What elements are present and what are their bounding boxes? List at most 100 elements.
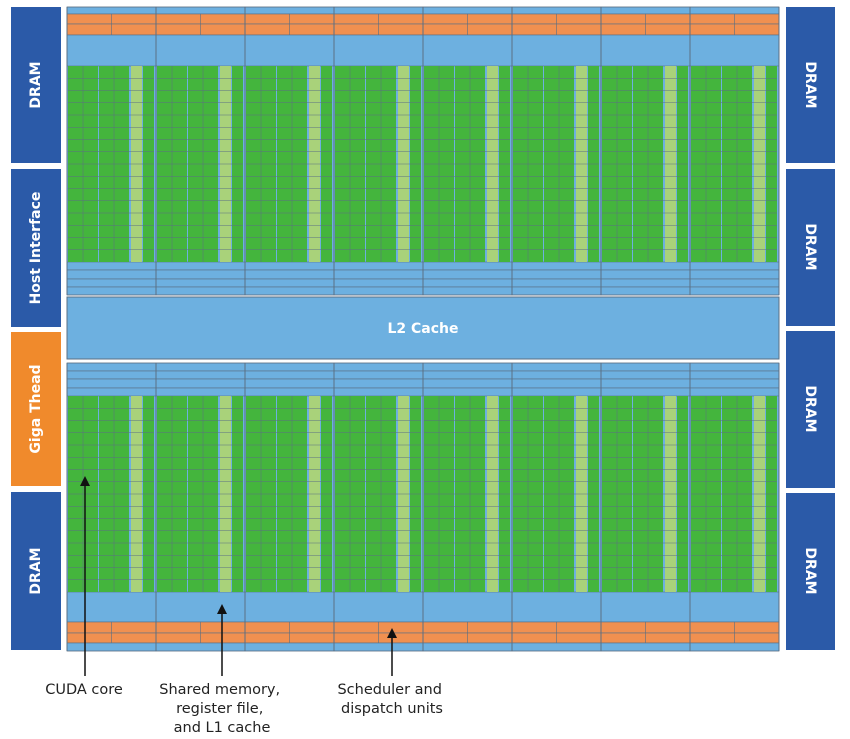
right-dram-4-label: DRAM — [802, 547, 818, 594]
scheduler-callout-line-2: dispatch units — [341, 701, 443, 717]
cache-band — [689, 269, 780, 280]
cache-band — [422, 387, 513, 397]
right-dram-2-label: DRAM — [802, 223, 818, 270]
cache-band — [689, 278, 780, 288]
cuda-core-callout-line-1: CUDA core — [45, 682, 123, 698]
top-memory-band — [689, 6, 780, 15]
cache-band — [422, 362, 513, 372]
cache-band — [333, 286, 424, 296]
cache-band — [600, 362, 691, 372]
top-memory-band — [333, 6, 424, 15]
shared-memory-band — [244, 591, 335, 623]
top-memory-band — [422, 6, 513, 15]
top-memory-band — [511, 6, 602, 15]
shared-memory-band — [422, 591, 513, 623]
right-dram-1-label: DRAM — [802, 61, 818, 108]
right-dram-3-label: DRAM — [802, 385, 818, 432]
cache-band — [422, 286, 513, 296]
bottom-memory-band — [66, 642, 157, 652]
top-memory-band — [600, 6, 691, 15]
bottom-memory-band — [244, 642, 335, 652]
shared-memory-band — [333, 34, 424, 67]
cache-band — [333, 378, 424, 389]
scheduler-arrowhead — [387, 628, 397, 638]
shared-memory-band — [511, 591, 602, 623]
left-dram-top — [11, 7, 61, 163]
shared-memory-band — [66, 591, 157, 623]
callout-arrows — [80, 476, 397, 676]
cache-band — [155, 370, 246, 380]
cache-band — [511, 261, 602, 271]
callout-labels: CUDA core Shared memory, register file, … — [45, 682, 446, 736]
shared-memory-arrowhead — [217, 604, 227, 614]
cache-band — [244, 387, 335, 397]
right-dram-2 — [786, 169, 835, 326]
cache-band — [244, 362, 335, 372]
cache-band — [244, 286, 335, 296]
cache-band — [333, 362, 424, 372]
streaming-multiprocessors — [66, 6, 780, 652]
cache-band — [66, 269, 157, 280]
shared-memory-callout-line-1: Shared memory, — [159, 682, 280, 698]
cache-band — [333, 387, 424, 397]
cache-band — [333, 370, 424, 380]
cache-band — [600, 286, 691, 296]
l2-cache-label: L2 Cache — [387, 321, 458, 337]
cache-band — [155, 261, 246, 271]
cache-band — [511, 387, 602, 397]
right-dram-3 — [786, 331, 835, 488]
cache-band — [600, 269, 691, 280]
bottom-memory-band — [600, 642, 691, 652]
cache-band — [155, 278, 246, 288]
cache-band — [689, 261, 780, 271]
left-dram-bottom-label: DRAM — [28, 547, 44, 594]
right-column: DRAM DRAM DRAM DRAM — [786, 7, 835, 650]
left-dram-bottom — [11, 492, 61, 650]
cache-band — [66, 286, 157, 296]
cache-band — [422, 370, 513, 380]
left-host-interface — [11, 169, 61, 327]
cache-band — [600, 261, 691, 271]
cache-band — [689, 387, 780, 397]
cache-band — [689, 286, 780, 296]
cache-band — [155, 362, 246, 372]
left-giga-thead — [11, 332, 61, 486]
cache-band — [689, 362, 780, 372]
shared-memory-band — [155, 34, 246, 67]
cache-band — [244, 261, 335, 271]
scheduler-callout-line-1: Scheduler and — [337, 682, 441, 698]
top-memory-band — [66, 6, 157, 15]
sm-row-outline — [66, 362, 780, 652]
cache-band — [66, 261, 157, 271]
cache-band — [600, 387, 691, 397]
cache-band — [333, 261, 424, 271]
shared-memory-callout-line-2: register file, — [176, 701, 263, 717]
bottom-memory-band — [689, 642, 780, 652]
cache-band — [511, 278, 602, 288]
left-giga-thead-label: Giga Thead — [28, 364, 44, 453]
bottom-memory-band — [333, 642, 424, 652]
cache-band — [511, 362, 602, 372]
shared-memory-band — [689, 591, 780, 623]
cache-band — [689, 370, 780, 380]
cache-band — [66, 387, 157, 397]
shared-memory-band — [511, 34, 602, 67]
cache-band — [422, 269, 513, 280]
shared-memory-band — [689, 34, 780, 67]
sm-row-outline — [66, 6, 780, 296]
cache-band — [244, 378, 335, 389]
cache-band — [689, 378, 780, 389]
shared-memory-band — [66, 34, 157, 67]
bottom-memory-band — [155, 642, 246, 652]
cache-band — [511, 378, 602, 389]
cuda-core-callout: CUDA core — [45, 682, 123, 698]
cache-band — [155, 387, 246, 397]
shared-memory-band — [155, 591, 246, 623]
cache-band — [244, 370, 335, 380]
cache-band — [155, 378, 246, 389]
shared-memory-callout-line-3: and L1 cache — [174, 720, 271, 736]
cache-band — [600, 378, 691, 389]
bottom-memory-band — [511, 642, 602, 652]
scheduler-callout: Scheduler and dispatch units — [337, 682, 446, 717]
